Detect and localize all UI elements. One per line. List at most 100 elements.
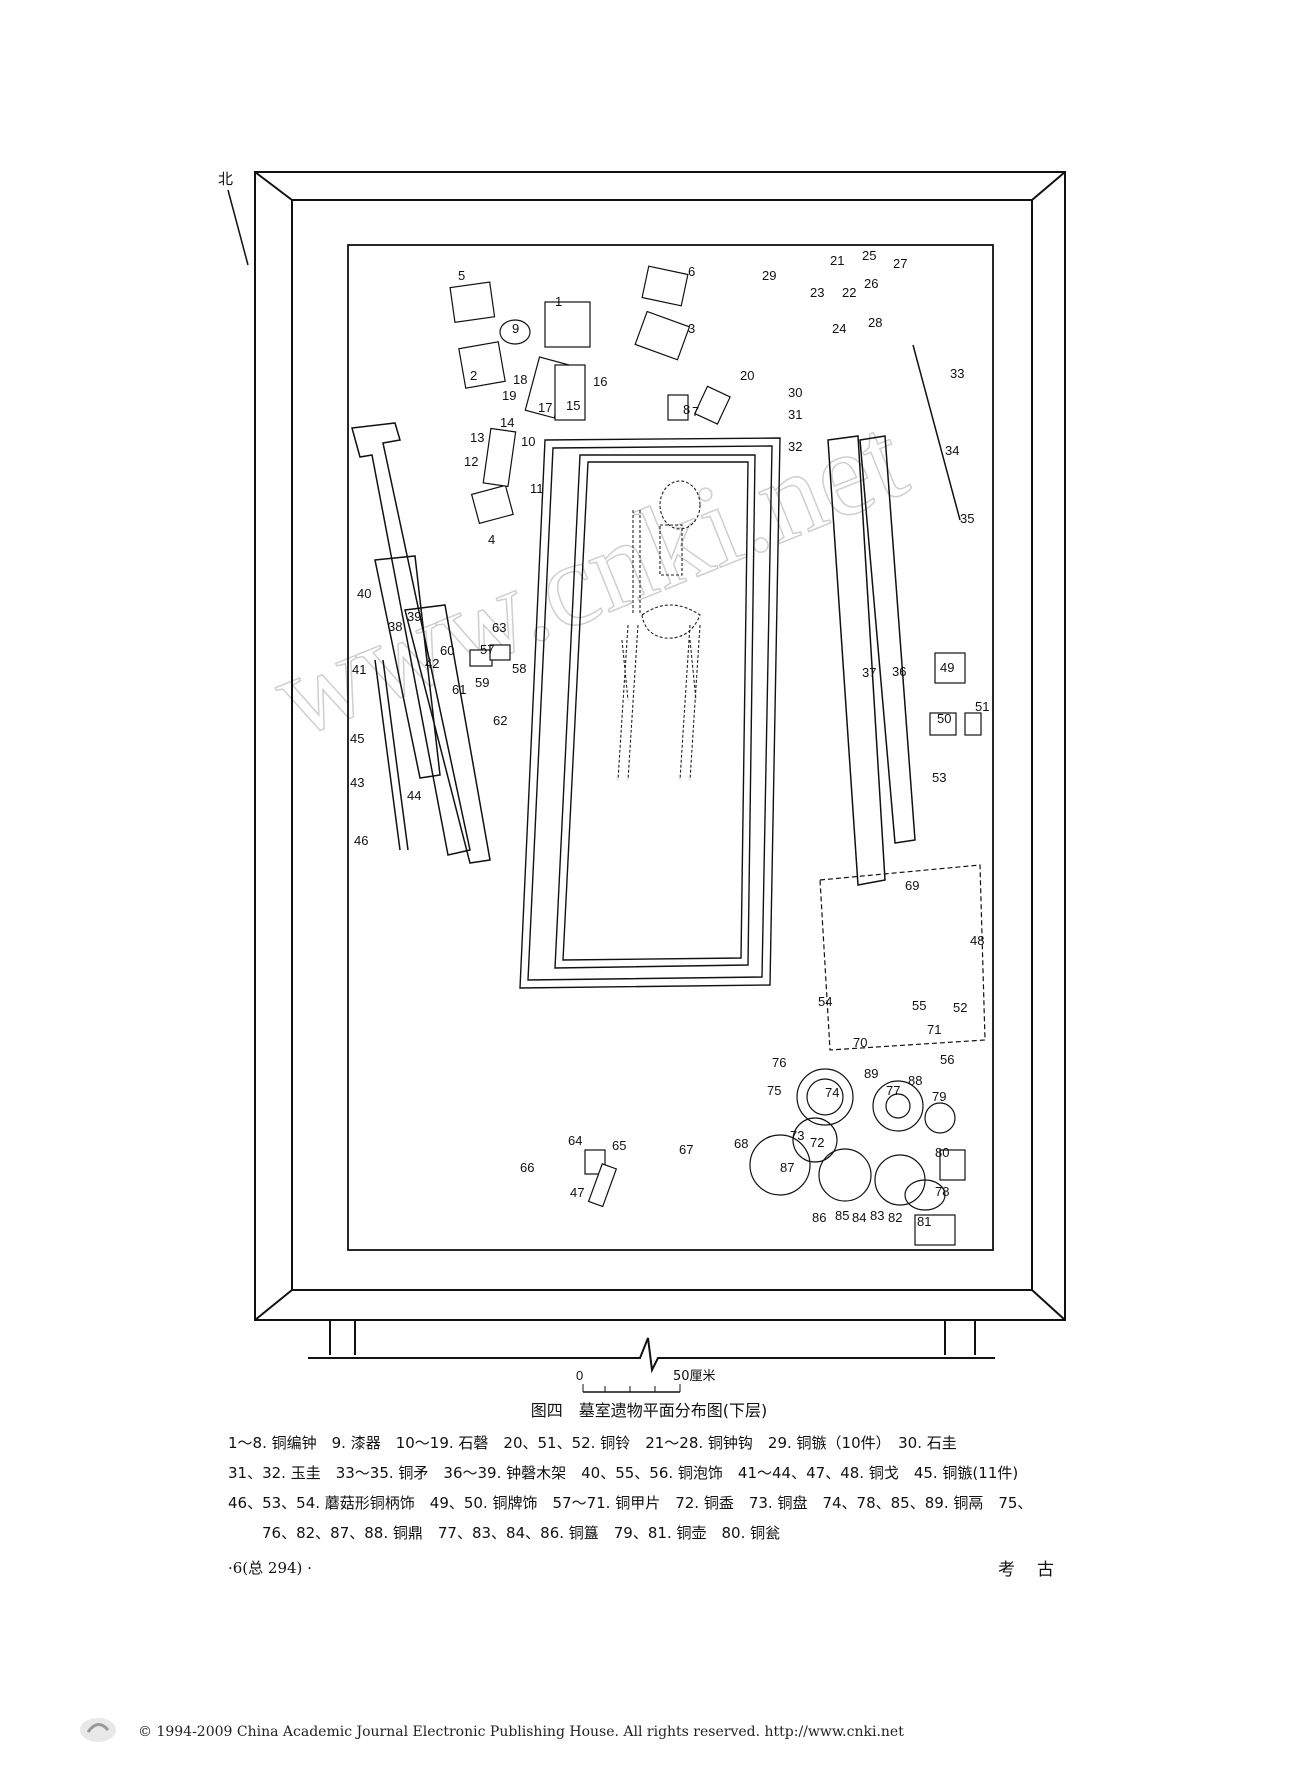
find-label-18: 18 [513, 372, 527, 387]
find-label-88: 88 [908, 1073, 922, 1088]
find-label-67: 67 [679, 1142, 693, 1157]
find-label-81: 81 [917, 1214, 931, 1229]
find-label-4: 4 [488, 532, 495, 547]
find-label-58: 58 [512, 661, 526, 676]
find-label-60: 60 [440, 643, 454, 658]
find-label-17: 17 [538, 400, 552, 415]
skeleton [617, 480, 701, 781]
find-label-35: 35 [960, 511, 974, 526]
scale-start: 0 [576, 1368, 583, 1383]
find-label-36: 36 [892, 664, 906, 679]
find-label-19: 19 [502, 388, 516, 403]
find-label-3: 3 [688, 321, 695, 336]
scale-end: 50厘米 [673, 1369, 716, 1384]
find-label-1: 1 [555, 294, 562, 309]
find-label-76: 76 [772, 1055, 786, 1070]
find-label-66: 66 [520, 1160, 534, 1175]
find-label-5: 5 [458, 268, 465, 283]
find-label-80: 80 [935, 1145, 949, 1160]
find-label-56: 56 [940, 1052, 954, 1067]
find-label-89: 89 [864, 1066, 878, 1081]
find-label-85: 85 [835, 1208, 849, 1223]
find-label-86: 86 [812, 1210, 826, 1225]
find-label-77: 77 [886, 1083, 900, 1098]
find-label-62: 62 [493, 713, 507, 728]
find-label-11: 11 [530, 481, 544, 496]
find-label-59: 59 [475, 675, 489, 690]
find-label-12: 12 [464, 454, 478, 469]
find-label-87: 87 [780, 1160, 794, 1175]
find-label-45: 45 [350, 731, 364, 746]
find-label-37: 37 [862, 665, 876, 680]
find-label-75: 75 [767, 1083, 781, 1098]
legend-line-2: 31、32. 玉圭 33～35. 铜矛 36～39. 钟磬木架 40、55、56… [228, 1464, 1019, 1482]
find-label-82: 82 [888, 1210, 902, 1225]
north-arrow [227, 189, 249, 266]
chamber-outline [254, 171, 1066, 1374]
legend-line-3: 46、53、54. 蘑菇形铜柄饰 49、50. 铜牌饰 57～71. 铜甲片 7… [228, 1494, 1033, 1512]
find-label-28: 28 [868, 315, 882, 330]
find-label-84: 84 [852, 1210, 866, 1225]
find-label-39: 39 [407, 609, 421, 624]
legend-line-1: 1～8. 铜编钟 9. 漆器 10～19. 石磬 20、51、52. 铜铃 21… [228, 1434, 957, 1452]
find-label-47: 47 [570, 1185, 584, 1200]
find-label-55: 55 [912, 998, 926, 1013]
find-label-22: 22 [842, 285, 856, 300]
find-label-21: 21 [830, 253, 844, 268]
find-label-23: 23 [810, 285, 824, 300]
find-label-42: 42 [425, 656, 439, 671]
find-label-16: 16 [593, 374, 607, 389]
find-label-26: 26 [864, 276, 878, 291]
bronze-vessels [749, 864, 986, 1246]
find-label-79: 79 [932, 1089, 946, 1104]
find-label-44: 44 [407, 788, 421, 803]
find-label-33: 33 [950, 366, 964, 381]
find-label-8: 8 [683, 402, 690, 417]
journal-name: 考古 [998, 1560, 1076, 1580]
find-label-65: 65 [612, 1138, 626, 1153]
cnki-logo-icon [80, 1718, 116, 1742]
find-label-71: 71 [927, 1022, 941, 1037]
find-label-53: 53 [932, 770, 946, 785]
find-label-57: 57 [480, 642, 494, 657]
find-label-34: 34 [945, 443, 959, 458]
chime-rack-frames [351, 344, 961, 886]
find-label-10: 10 [521, 434, 535, 449]
figure-caption: 图四 墓室遗物平面分布图(下层) [530, 1401, 768, 1420]
find-label-2: 2 [470, 368, 477, 383]
find-label-9: 9 [512, 321, 519, 336]
north-label: 北 [218, 170, 233, 188]
find-label-52: 52 [953, 1000, 967, 1015]
find-label-78: 78 [935, 1184, 949, 1199]
find-label-24: 24 [832, 321, 846, 336]
find-label-83: 83 [870, 1208, 884, 1223]
coffin [519, 437, 781, 989]
find-label-50: 50 [937, 711, 951, 726]
find-label-7: 7 [692, 404, 699, 419]
find-label-38: 38 [388, 619, 402, 634]
find-label-13: 13 [470, 430, 484, 445]
bell-cluster [449, 265, 982, 1208]
page-number: ·6(总 294) · [228, 1559, 312, 1577]
find-label-70: 70 [853, 1035, 867, 1050]
find-label-14: 14 [500, 415, 514, 430]
find-label-46: 46 [354, 833, 368, 848]
find-label-49: 49 [940, 660, 954, 675]
find-label-20: 20 [740, 368, 754, 383]
find-label-25: 25 [862, 248, 876, 263]
find-label-68: 68 [734, 1136, 748, 1151]
watermark: www.cnki.net [256, 390, 923, 763]
find-label-31: 31 [788, 407, 802, 422]
find-label-30: 30 [788, 385, 802, 400]
find-label-48: 48 [970, 933, 984, 948]
find-label-15: 15 [566, 398, 580, 413]
find-label-72: 72 [810, 1135, 824, 1150]
copyright-notice: © 1994-2009 China Academic Journal Elect… [138, 1724, 904, 1740]
find-label-41: 41 [352, 662, 366, 677]
find-label-29: 29 [762, 268, 776, 283]
find-label-27: 27 [893, 256, 907, 271]
find-label-32: 32 [788, 439, 802, 454]
find-label-64: 64 [568, 1133, 582, 1148]
